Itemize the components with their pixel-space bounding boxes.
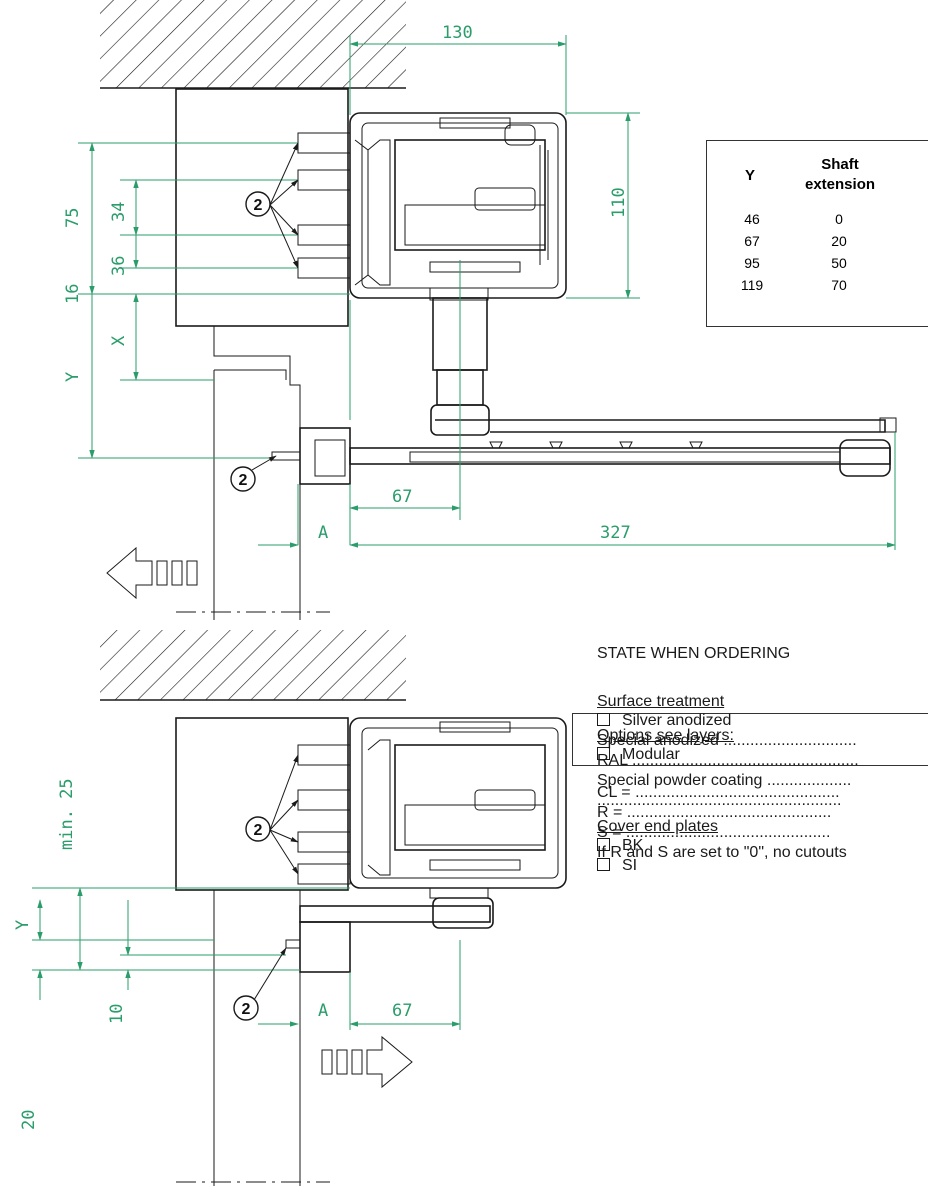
- callout-2-label: 2: [239, 472, 248, 489]
- table-header-shaft-line2: extension: [805, 176, 876, 193]
- checkbox[interactable]: [597, 747, 610, 760]
- r-line: R = ....................................…: [597, 804, 832, 821]
- option-bk-label: BK: [622, 837, 644, 854]
- option-modular-label: Modular: [622, 746, 680, 763]
- table-cell-ext: 20: [831, 233, 847, 249]
- dim-327: 327: [600, 523, 631, 543]
- operator-housing-top: [349, 112, 567, 301]
- table-header-shaft-line1: Shaft: [821, 156, 859, 173]
- operator-housing-bottom: [285, 717, 567, 973]
- dim-67: 67: [392, 487, 412, 507]
- mounting-bolts: [297, 132, 351, 279]
- shaft-extension-table: Y Shaft extension 46 0 67 20 95 50 119 7…: [706, 140, 928, 327]
- table-cell-ext: 50: [831, 255, 847, 271]
- top-view: 130 110 75 34 36 16 X Y 67 A: [63, 0, 897, 620]
- options-heading: Options see layers:: [597, 727, 734, 744]
- dim-10: 10: [107, 1004, 127, 1024]
- callout-2-circle: [245, 816, 271, 842]
- dim-34: 34: [109, 202, 129, 222]
- special-anodized-line: Special anodized .......................…: [597, 732, 857, 749]
- option-si-label: SI: [622, 857, 638, 874]
- arm-assembly: [271, 297, 897, 485]
- cover-heading: Cover end plates: [597, 818, 718, 835]
- table-cell-ext: 0: [835, 211, 843, 227]
- options-box: [572, 713, 928, 766]
- dim-16: 16: [63, 284, 83, 304]
- note-line: If R and S are set to "0", no cutouts: [597, 844, 847, 861]
- option-silver-label: Silver anodized: [622, 712, 732, 729]
- table-cell-y: 119: [740, 277, 764, 293]
- table-cell-y: 67: [744, 233, 760, 249]
- bottom-view: min. 25 Y 10 20 A 67: [13, 630, 567, 1186]
- dim-130: 130: [442, 23, 473, 43]
- option-bk[interactable]: BK: [597, 837, 643, 855]
- frame-block: [175, 717, 349, 891]
- dim-67-bottom: 67: [392, 1001, 412, 1021]
- table-cell-ext: 70: [831, 277, 847, 293]
- dim-20: 20: [19, 1110, 39, 1130]
- dim-36: 36: [109, 256, 129, 276]
- option-silver[interactable]: Silver anodized: [597, 712, 731, 730]
- callout-2-circle: [233, 995, 259, 1021]
- cl-line: CL = ...................................…: [597, 784, 840, 801]
- table-header-shaft: Shaft extension: [805, 155, 875, 195]
- direction-arrow-right: [321, 1035, 413, 1089]
- callout-2-label: 2: [254, 197, 263, 214]
- ceiling-hatch: [100, 630, 406, 700]
- callout-2-circle: [245, 191, 271, 217]
- callout-2-circle: [230, 466, 256, 492]
- checkbox[interactable]: [597, 713, 610, 726]
- powder-line: Special powder coating .................…: [597, 772, 852, 789]
- dim-75: 75: [63, 208, 83, 228]
- dim-110: 110: [609, 187, 629, 218]
- table-header-y: Y: [745, 167, 756, 184]
- option-si[interactable]: SI: [597, 857, 637, 875]
- frame-block: [175, 88, 349, 327]
- callout-2-label: 2: [242, 1001, 251, 1018]
- dim-a: A: [318, 523, 328, 543]
- surface-heading: Surface treatment: [597, 693, 725, 710]
- dim-min25: min. 25: [57, 778, 77, 850]
- dim-x: X: [109, 335, 129, 346]
- blank-line: ........................................…: [597, 792, 842, 809]
- table-cell-y: 95: [744, 255, 760, 271]
- mounting-bolts: [297, 744, 351, 885]
- option-modular[interactable]: Modular: [597, 746, 680, 764]
- dim-a-bottom: A: [318, 1001, 328, 1021]
- ral-line: RAL ....................................…: [597, 752, 859, 769]
- ordering-title: STATE WHEN ORDERING: [597, 645, 791, 662]
- table-cell-y: 46: [744, 211, 760, 227]
- direction-arrow-left: [106, 546, 198, 600]
- s-line: S = ....................................…: [597, 824, 831, 841]
- dim-y-bottom: Y: [13, 920, 33, 930]
- checkbox[interactable]: [597, 838, 610, 851]
- callout-2-label: 2: [254, 822, 263, 839]
- checkbox[interactable]: [597, 858, 610, 871]
- dim-y: Y: [63, 372, 83, 382]
